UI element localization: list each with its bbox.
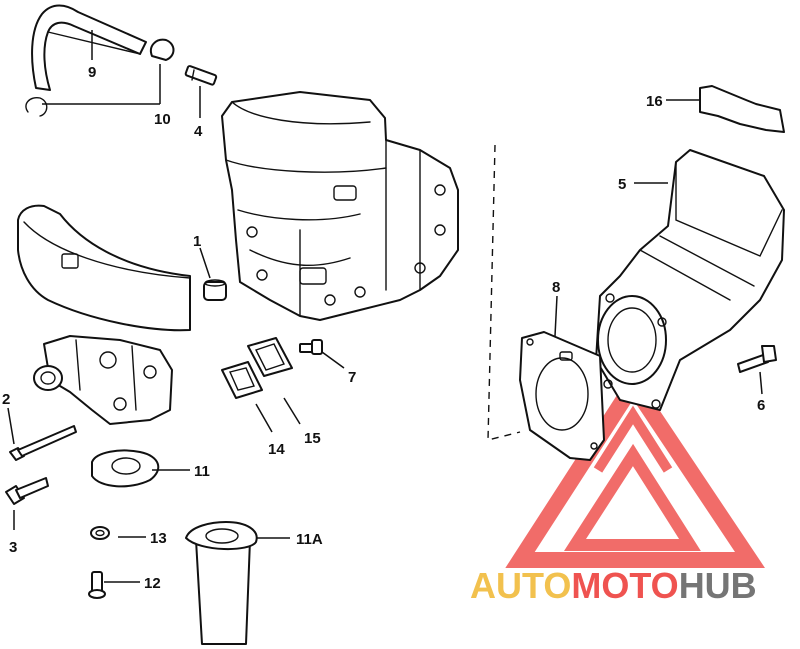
bolt-part-7 bbox=[299, 339, 323, 355]
lower-gear-housing bbox=[33, 335, 173, 425]
exhaust-housing-part-5 bbox=[595, 149, 785, 411]
alignment-line bbox=[487, 144, 521, 441]
bolt-part-3 bbox=[5, 477, 49, 505]
exhaust-tube-part-11a bbox=[185, 521, 258, 645]
bolt-part-6 bbox=[737, 345, 777, 373]
long-bolt-part-2 bbox=[9, 425, 77, 461]
watermark-moto: MOTO bbox=[571, 565, 678, 606]
svg-text:AUTOMOTOHUB: AUTOMOTOHUB bbox=[470, 565, 757, 606]
hose-clip-part-10-top bbox=[150, 38, 175, 61]
reed-valve-part-15 bbox=[247, 337, 293, 377]
callout-4: 4 bbox=[194, 123, 203, 140]
crankcase-housing bbox=[221, 91, 459, 321]
lower-cover-shroud bbox=[17, 204, 191, 332]
callout-11: 11 bbox=[194, 463, 210, 480]
pin-part-4 bbox=[184, 65, 218, 86]
washer-part-13 bbox=[90, 526, 110, 540]
flange-part-11 bbox=[91, 449, 160, 488]
callout-2: 2 bbox=[2, 391, 10, 408]
plate-part-16 bbox=[699, 85, 785, 133]
screw-part-12 bbox=[88, 571, 106, 599]
watermark-hub: HUB bbox=[679, 565, 757, 606]
hose-clip-part-10-bottom bbox=[25, 97, 48, 117]
callout-14: 14 bbox=[268, 441, 285, 458]
callout-12: 12 bbox=[144, 575, 161, 592]
callout-5: 5 bbox=[618, 176, 626, 193]
callout-1: 1 bbox=[193, 233, 201, 250]
callout-15: 15 bbox=[304, 430, 321, 447]
bushing-part-1 bbox=[203, 279, 227, 301]
watermark-text: AUTOMOTOHUB bbox=[470, 565, 757, 606]
gasket-part-8 bbox=[519, 331, 605, 461]
reed-valve-part-14 bbox=[221, 361, 263, 399]
callout-7: 7 bbox=[348, 369, 356, 386]
callout-13: 13 bbox=[150, 530, 167, 547]
hose-part-9 bbox=[31, 4, 147, 91]
callout-16: 16 bbox=[646, 93, 663, 110]
leader-lines bbox=[7, 30, 763, 583]
callout-8: 8 bbox=[552, 279, 560, 296]
callout-labels: 9 10 4 1 2 3 11 13 12 11A 14 15 7 16 5 8… bbox=[2, 64, 765, 592]
callout-6: 6 bbox=[757, 397, 765, 414]
watermark-logo-icon bbox=[505, 370, 765, 568]
watermark-auto: AUTO bbox=[470, 565, 571, 606]
callout-10: 10 bbox=[154, 111, 171, 128]
callout-11a: 11A bbox=[296, 531, 323, 548]
callout-3: 3 bbox=[9, 539, 17, 556]
callout-9: 9 bbox=[88, 64, 96, 81]
